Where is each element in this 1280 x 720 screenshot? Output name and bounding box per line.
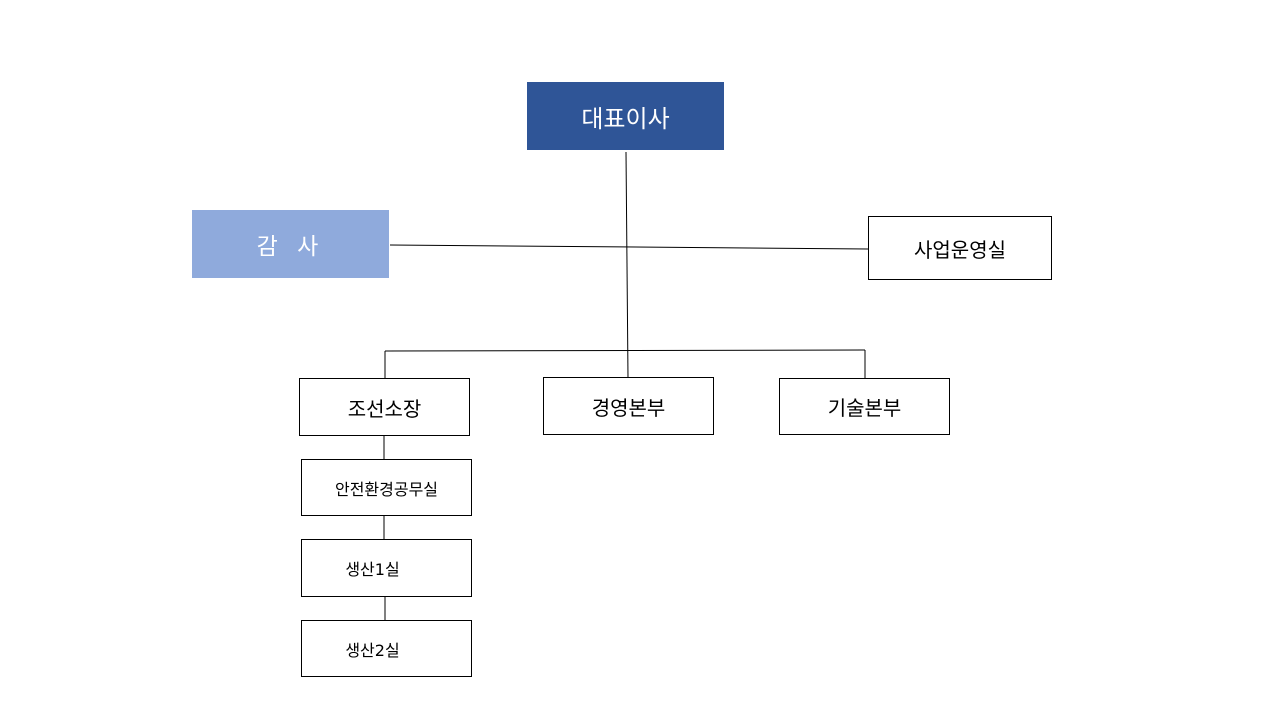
management-division-box: 경영본부 (543, 377, 714, 435)
shipyard-director-label: 조선소장 (347, 396, 422, 421)
shipyard-director-box: 조선소장 (299, 378, 470, 436)
line-ceo-to-divisions (625, 151, 629, 379)
business-operations-box: 사업운영실 (868, 216, 1052, 280)
business-operations-label: 사업운영실 (914, 237, 1006, 262)
ceo-label: 대표이사 (581, 104, 670, 133)
ceo-box: 대표이사 (527, 82, 724, 150)
production-office-1-box: 생산1실 (301, 539, 472, 597)
line-division-bus (384, 349, 866, 352)
management-division-label: 경영본부 (591, 395, 666, 420)
line-auditor-to-staff (389, 244, 869, 250)
safety-environment-office-label: 안전환경공무실 (334, 479, 439, 499)
technology-division-label: 기술본부 (827, 396, 902, 420)
safety-environment-office-box: 안전환경공무실 (301, 459, 472, 516)
production-office-1-label: 생산1실 (345, 560, 400, 579)
auditor-box: 감 사 (192, 210, 389, 278)
auditor-label: 감 사 (256, 234, 325, 260)
technology-division-box: 기술본부 (779, 378, 950, 435)
production-office-2-label: 생산2실 (345, 640, 400, 660)
production-office-2-box: 생산2실 (301, 620, 472, 677)
